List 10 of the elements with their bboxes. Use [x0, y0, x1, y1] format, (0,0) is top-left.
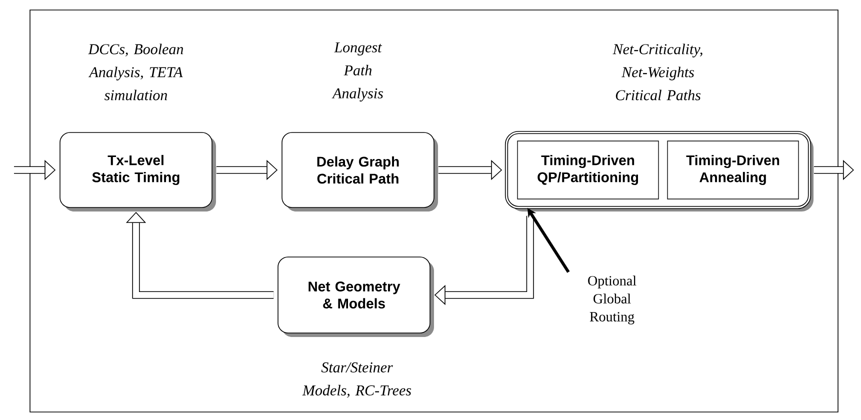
process-box: Tx-Level Static Timing [60, 132, 216, 212]
note-text: Longest Path Analysis [332, 42, 383, 102]
process-box: Timing-Driven Annealing [667, 140, 799, 200]
note-text: Optional Global Routing [588, 276, 636, 324]
note-text: Star/Steiner Models, RC-Trees [302, 362, 412, 398]
process-box: Delay Graph Critical Path [282, 132, 438, 212]
process-box: Timing-Driven QP/Partitioning [517, 140, 659, 200]
note-text: Net-Criticality, Net-Weights Critical Paths [612, 44, 702, 100]
process-box: Net Geometry & Models [278, 256, 434, 337]
note-text: DCCs, Boolean Analysis, TETA simulation [88, 44, 184, 100]
